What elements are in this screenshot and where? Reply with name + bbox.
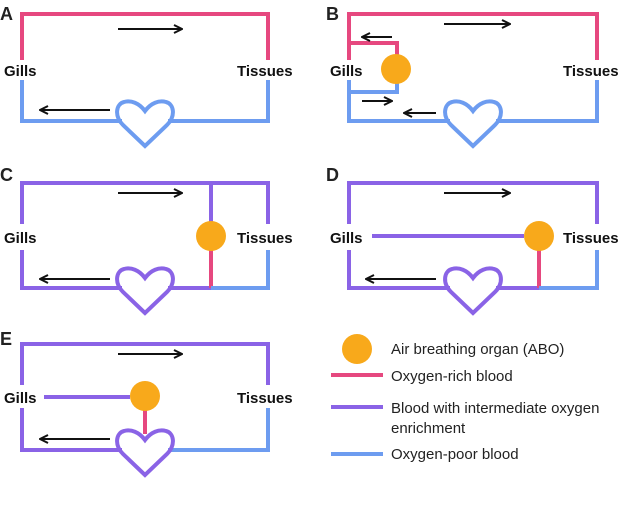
oxygen-poor-vessel <box>539 250 599 290</box>
legend-rich-label: Oxygen-rich blood <box>391 368 513 385</box>
air-breathing-organ-icon <box>381 54 411 84</box>
panel-a: A Gills Tissues <box>0 4 293 149</box>
intermediate-blood-vessel <box>20 408 122 452</box>
panel-letter: A <box>0 4 13 24</box>
panel-d: D Gills Tissues <box>326 165 619 316</box>
heart-icon <box>115 266 175 316</box>
legend-poor-label: Oxygen-poor blood <box>391 446 519 463</box>
intermediate-blood-vessel <box>347 250 450 290</box>
intermediate-blood-vessel <box>20 181 270 224</box>
intermediate-blood-vessel <box>347 181 599 224</box>
heart-icon <box>443 99 503 149</box>
oxygen-rich-vessel <box>349 41 399 56</box>
gills-label: Gills <box>4 63 37 80</box>
panel-b: B Gills Tissues <box>326 4 619 149</box>
heart-icon <box>115 99 175 149</box>
air-breathing-organ-icon <box>342 334 372 364</box>
tissues-label: Tissues <box>237 63 293 80</box>
air-breathing-organ-icon <box>524 221 554 251</box>
oxygen-rich-vessel <box>347 12 599 60</box>
oxygen-rich-vessel <box>20 12 270 60</box>
legend: Air breathing organ (ABO) Oxygen-rich bl… <box>331 334 599 463</box>
tissues-label: Tissues <box>563 230 619 247</box>
oxygen-poor-vessel <box>211 250 270 290</box>
oxygen-poor-vessel <box>168 408 270 452</box>
heart-icon <box>443 266 503 316</box>
oxygen-poor-vessel <box>496 80 599 123</box>
panel-letter: B <box>326 4 339 24</box>
legend-intermediate-label-line2: enrichment <box>391 420 466 437</box>
gills-label: Gills <box>330 230 363 247</box>
panel-c: C Gills Tissues <box>0 165 293 316</box>
tissues-label: Tissues <box>237 230 293 247</box>
legend-abo-label: Air breathing organ (ABO) <box>391 341 564 358</box>
panel-letter: E <box>0 329 12 349</box>
panel-letter: C <box>0 165 13 185</box>
oxygen-poor-vessel <box>20 80 122 123</box>
oxygen-poor-vessel <box>168 80 270 123</box>
intermediate-blood-vessel <box>20 342 270 385</box>
oxygen-poor-vessel <box>349 82 399 94</box>
intermediate-blood-vessel <box>20 250 122 290</box>
gills-label: Gills <box>4 390 37 407</box>
gills-label: Gills <box>4 230 37 247</box>
tissues-label: Tissues <box>237 390 293 407</box>
legend-intermediate-label-line1: Blood with intermediate oxygen <box>391 400 599 417</box>
panel-e: E Gills Tissues <box>0 329 293 478</box>
air-breathing-organ-icon <box>130 381 160 411</box>
gills-label: Gills <box>330 63 363 80</box>
tissues-label: Tissues <box>563 63 619 80</box>
heart-icon <box>115 428 175 478</box>
air-breathing-organ-icon <box>196 221 226 251</box>
panel-letter: D <box>326 165 339 185</box>
